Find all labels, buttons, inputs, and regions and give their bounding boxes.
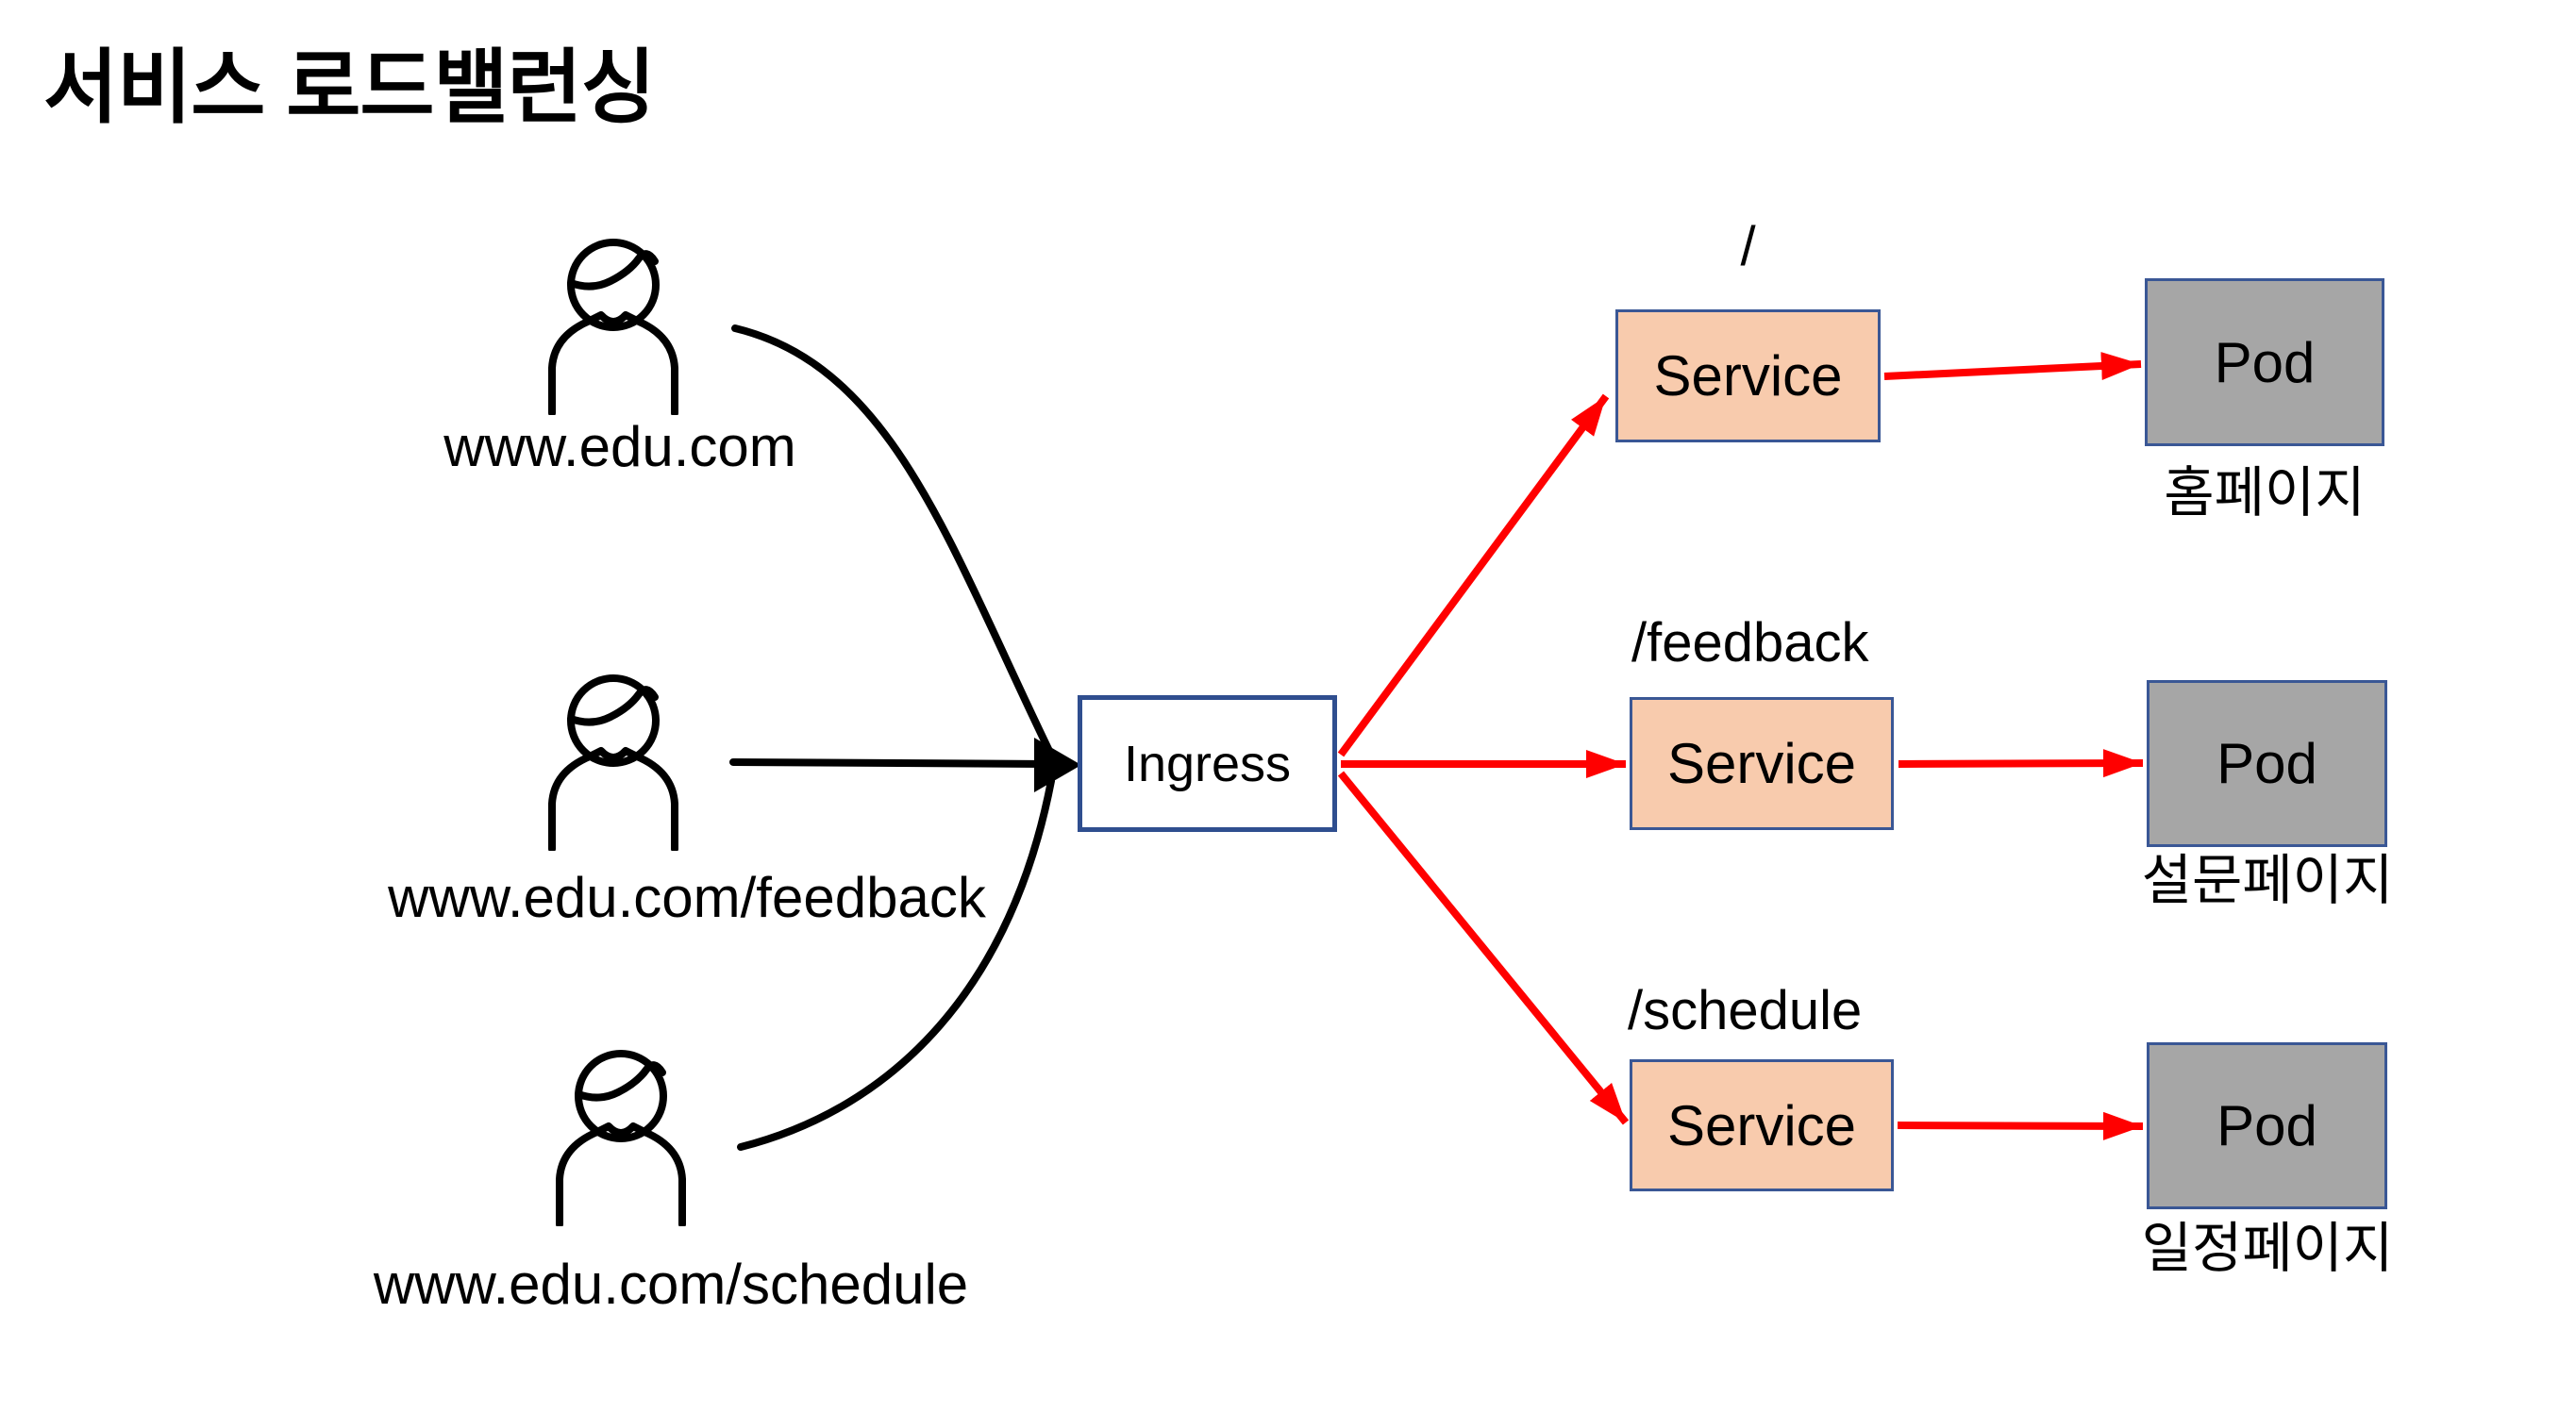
arrow-user2-to-ingress [729, 758, 1053, 768]
service2-label: Service [1666, 732, 1857, 795]
user-icon-2 [552, 678, 675, 849]
arrow-service1-to-pod1 [1883, 352, 2142, 380]
arrow-ingress-to-service1 [1337, 393, 1610, 757]
pod3-caption: 일정페이지 [2141, 1218, 2394, 1279]
arrow-ingress-to-service3 [1337, 771, 1630, 1125]
service1-box: Service [1615, 309, 1881, 442]
arrow-service3-to-pod3 [1897, 1111, 2144, 1140]
user2-url-label: www.edu.com/feedback [388, 866, 986, 929]
user1-url-label: www.edu.com [443, 415, 796, 478]
route1-path-label: / [1740, 216, 1756, 277]
service3-label: Service [1666, 1093, 1857, 1157]
service2-box: Service [1630, 697, 1894, 830]
service1-label: Service [1653, 344, 1843, 407]
pod2-box: Pod [2147, 680, 2387, 847]
pod1-box: Pod [2145, 278, 2384, 446]
arrow-service2-to-pod2 [1898, 749, 2144, 778]
pod2-caption: 설문페이지 [2141, 850, 2394, 911]
ingress-label: Ingress [1123, 735, 1292, 792]
user3-url-label: www.edu.com/schedule [373, 1253, 969, 1316]
arrow-user1-to-ingress [731, 324, 1053, 755]
arrowhead-into-ingress-icon [1034, 738, 1081, 792]
pod3-box: Pod [2147, 1042, 2387, 1209]
user-icon-1 [552, 242, 675, 413]
route2-path-label: /feedback [1631, 612, 1869, 673]
pod2-label: Pod [2216, 732, 2317, 795]
user-icon-3 [560, 1054, 682, 1224]
arrow-user3-to-ingress [737, 777, 1055, 1151]
route3-path-label: /schedule [1628, 980, 1863, 1041]
pod3-label: Pod [2216, 1094, 2317, 1157]
ingress-box: Ingress [1078, 695, 1337, 832]
service3-box: Service [1630, 1059, 1894, 1191]
page-title: 서비스 로드밸런싱 [43, 42, 656, 133]
pod1-label: Pod [2214, 330, 2316, 394]
pod1-caption: 홈페이지 [2164, 462, 2366, 524]
